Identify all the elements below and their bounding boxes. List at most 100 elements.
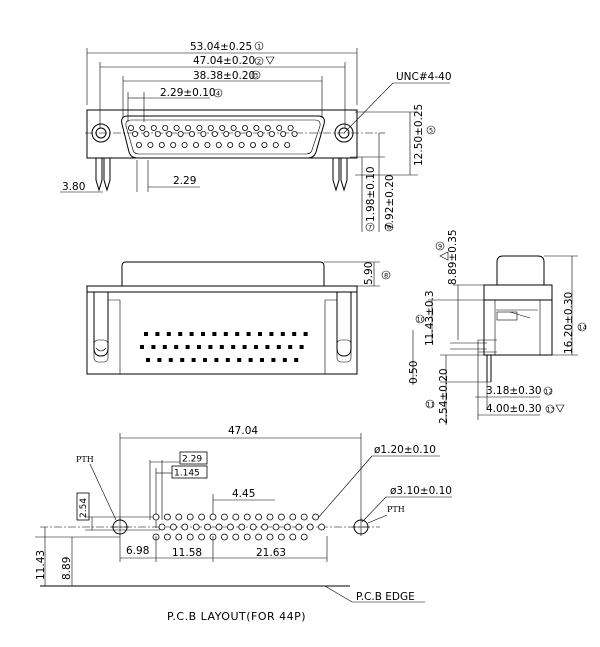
- pcb-hole: [220, 533, 228, 541]
- pin-tail: [223, 332, 228, 336]
- pcb-hole-array: [152, 513, 326, 541]
- pcb-hole: [300, 513, 308, 521]
- callout-2: 2: [257, 58, 261, 66]
- pin-tail: [144, 332, 148, 336]
- contact-pin: [249, 141, 256, 148]
- board-lock-left: [95, 158, 103, 192]
- pin-tail: [271, 358, 276, 362]
- dim-8-89: 8.89±0.35: [447, 229, 459, 285]
- contact-pin: [200, 130, 207, 137]
- contact-pin: [158, 141, 165, 148]
- callout-6: 6: [387, 224, 391, 232]
- d-shell: [121, 115, 325, 159]
- pcb-hole: [312, 513, 320, 521]
- front-view: 53.04±0.25 1 47.04±0.20 2 38.38±0.20 3 2…: [60, 41, 452, 232]
- top-pin-array: [140, 332, 308, 362]
- pcb-hole: [181, 523, 189, 531]
- callout-12: 12: [545, 388, 553, 396]
- pcb-hole: [226, 523, 234, 531]
- pin-tail: [178, 332, 183, 336]
- pin-tail: [185, 345, 190, 349]
- side-body: [483, 284, 553, 356]
- contact-pin: [284, 141, 291, 148]
- dim-1-98: 1.98±0.10: [365, 166, 377, 222]
- contact-pin: [261, 141, 268, 148]
- pcb-dim-11-43: 11.43: [35, 550, 47, 580]
- pin-tail: [235, 332, 240, 336]
- dim-38-38: 38.38±0.20: [193, 70, 255, 82]
- pcb-hole: [306, 523, 314, 531]
- contact-pin: [241, 125, 248, 132]
- thread-label: UNC#4-40: [396, 71, 452, 83]
- contact-pin: [291, 130, 298, 137]
- contact-pin: [150, 125, 157, 132]
- pcb-hole: [186, 513, 194, 521]
- pcb-hole: [277, 533, 285, 541]
- pin-tail: [288, 345, 293, 349]
- callout-7: 7: [368, 224, 372, 232]
- pcb-hole: [175, 533, 183, 541]
- contact-pin: [131, 130, 138, 137]
- top-shell: [121, 261, 325, 286]
- pcb-dim-6-98: 6.98: [126, 545, 149, 557]
- pin-tail: [254, 345, 258, 349]
- pcb-dim-hole-1-20: ø1.20±0.10: [374, 444, 436, 456]
- dim-2-29-pitch: 2.29±0.10: [160, 87, 216, 99]
- contact-pin: [139, 125, 146, 132]
- dim-16-20: 16.20±0.30: [563, 292, 575, 354]
- top-body: [86, 285, 358, 375]
- contact-pin: [272, 141, 279, 148]
- pin-tail: [292, 332, 297, 336]
- pin-tail: [246, 332, 251, 336]
- pcb-dim-11-58: 11.58: [172, 547, 202, 559]
- contact-pin: [280, 130, 287, 137]
- pin-tail: [146, 358, 150, 362]
- contact-pin: [143, 130, 150, 137]
- pin-tail: [299, 345, 304, 349]
- contact-pin: [253, 125, 260, 132]
- pcb-edge-label: P.C.B EDGE: [356, 591, 415, 603]
- pth-label-left: PTH: [76, 455, 94, 464]
- contact-pin: [245, 130, 252, 137]
- contact-pin: [227, 141, 234, 148]
- pcb-hole: [255, 513, 263, 521]
- pin-tail: [258, 332, 262, 336]
- pin-tail: [231, 345, 236, 349]
- contact-pin: [154, 130, 161, 137]
- pcb-dim-2-54: 2.54: [79, 498, 89, 518]
- pcb-dim-47-04: 47.04: [228, 425, 258, 437]
- pcb-hole: [158, 523, 166, 531]
- contact-pin: [204, 141, 211, 148]
- pcb-hole: [266, 533, 274, 541]
- contact-pin: [162, 125, 169, 132]
- pcb-hole: [277, 513, 285, 521]
- pcb-hole: [204, 523, 212, 531]
- contact-pin: [196, 125, 203, 132]
- contact-pin: [135, 141, 142, 148]
- pin-tail: [265, 345, 270, 349]
- pcb-hole: [283, 523, 291, 531]
- contact-pin: [257, 130, 264, 137]
- contact-pin: [207, 125, 214, 132]
- pcb-dim-1-145: 1.145: [174, 469, 200, 479]
- callout-13: 13: [547, 406, 555, 414]
- contact-pin: [223, 130, 230, 137]
- contact-pin: [192, 141, 199, 148]
- pcb-hole: [300, 533, 308, 541]
- pin-tail: [214, 358, 219, 362]
- pth-label-right: PTH: [387, 505, 405, 514]
- pin-tail: [155, 332, 160, 336]
- pin-tail: [219, 345, 224, 349]
- pin-tail: [166, 332, 171, 336]
- pin-tail: [276, 345, 281, 349]
- dim-2-29-bottom: 2.29: [173, 175, 196, 187]
- pin-tail: [197, 345, 201, 349]
- pcb-hole: [272, 523, 280, 531]
- pcb-hole: [152, 513, 160, 521]
- callout-5: 5: [429, 127, 433, 135]
- pin-tail: [168, 358, 173, 362]
- contact-pin: [188, 130, 195, 137]
- triangle-icon: [265, 56, 275, 65]
- top-view: 5.90 8: [86, 261, 391, 375]
- dim-11-43: 11.43±0.3: [424, 290, 436, 346]
